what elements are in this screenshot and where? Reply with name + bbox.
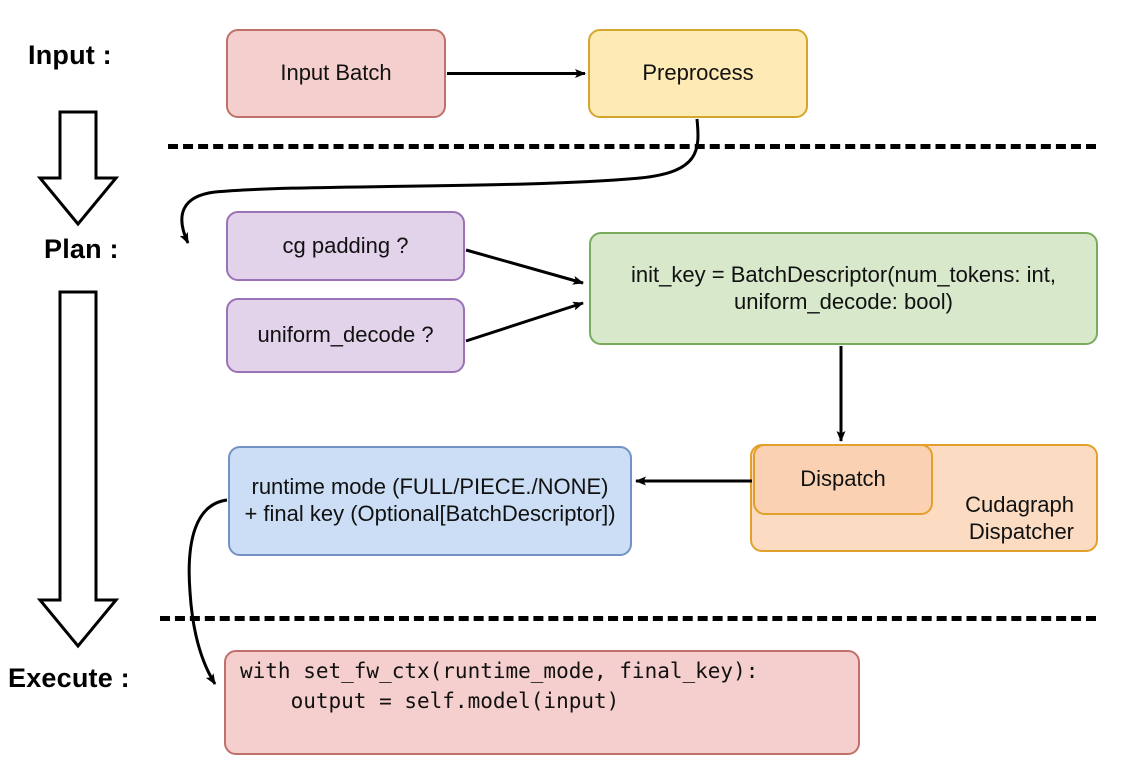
node-uniform-decode-label: uniform_decode ? [257, 322, 434, 348]
lane-label-execute: Execute : [8, 663, 130, 693]
node-runtime-mode-line2: + final key (Optional[BatchDescriptor]) [244, 501, 616, 526]
node-runtime-mode[interactable]: runtime mode (FULL/PIECE./NONE) + final … [228, 446, 632, 556]
node-execute-code-line1: with set_fw_ctx(runtime_mode, final_key)… [240, 659, 759, 683]
node-execute-code[interactable]: with set_fw_ctx(runtime_mode, final_key)… [224, 650, 860, 755]
node-cg-padding[interactable]: cg padding ? [226, 211, 465, 281]
lane-label-input: Input : [28, 40, 112, 70]
stage-arrow-input-to-plan [36, 110, 120, 227]
node-init-key-line1: init_key = BatchDescriptor(num_tokens: i… [631, 261, 1056, 287]
node-input-batch[interactable]: Input Batch [226, 29, 446, 118]
node-runtime-mode-line1: runtime mode (FULL/PIECE./NONE) [251, 474, 609, 500]
node-input-batch-label: Input Batch [280, 60, 392, 86]
edge-cg-padding-to-init-key [465, 248, 584, 285]
node-dispatch[interactable]: Dispatch [753, 444, 933, 515]
node-execute-code-line2: output = self.model(input) [240, 689, 620, 714]
node-preprocess[interactable]: Preprocess [588, 29, 808, 118]
node-dispatch-label: Dispatch [800, 466, 886, 492]
divider-input-plan [168, 144, 1096, 149]
divider-plan-execute [160, 616, 1096, 621]
node-cg-padding-label: cg padding ? [282, 232, 409, 258]
node-uniform-decode[interactable]: uniform_decode ? [226, 298, 465, 373]
node-cudagraph-dispatcher-line2: Dispatcher [968, 519, 1074, 545]
edge-uniform-decode-to-init-key [465, 301, 584, 343]
edge-runtime-mode-to-execute-code [187, 498, 228, 685]
node-preprocess-label: Preprocess [642, 60, 754, 86]
stage-arrow-plan-to-execute [36, 290, 120, 649]
node-init-key-line2: uniform_decode: bool) [734, 288, 953, 314]
node-init-key[interactable]: init_key = BatchDescriptor(num_tokens: i… [589, 232, 1098, 345]
node-cudagraph-dispatcher-line1: Cudagraph [965, 492, 1074, 518]
lane-label-plan: Plan : [44, 234, 119, 264]
